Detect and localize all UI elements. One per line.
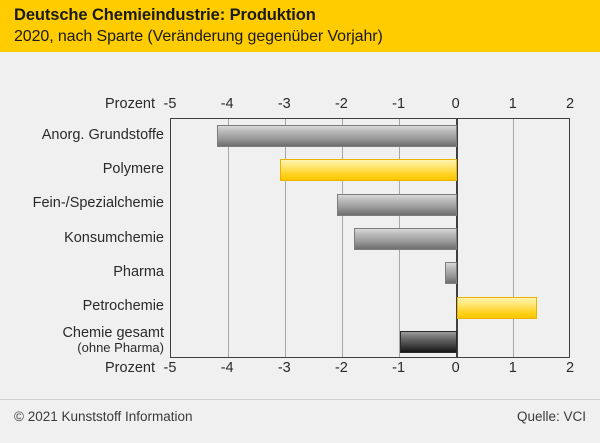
axis-tick-1: 1 (508, 360, 517, 376)
axis-tick-0: 0 (451, 96, 460, 112)
axis-tick-neg5: -5 (163, 96, 177, 112)
category-label: Pharma (113, 263, 164, 280)
axis-tick-neg1: -1 (392, 96, 406, 112)
category-label: Petrochemie (83, 299, 164, 314)
bar-row (171, 188, 569, 222)
category-label-line1: Konsumchemie (64, 229, 164, 246)
category-label-line1: Fein-/Spezialchemie (32, 195, 164, 212)
bar-row (171, 119, 569, 153)
category-label-line1: Petrochemie (82, 298, 164, 315)
source-text: Quelle: VCI (516, 409, 586, 424)
bar (216, 125, 457, 148)
bar (336, 193, 457, 216)
bar-series (171, 119, 569, 357)
header-banner: Deutsche Chemieindustrie: Produktion 202… (0, 0, 600, 52)
bar (353, 227, 457, 250)
axis-tick-neg1: -1 (392, 360, 406, 376)
category-label: Chemie gesamt(ohne Pharma) (62, 326, 164, 355)
axis-tick-neg5: -5 (163, 360, 177, 376)
axis-label-top: Prozent (105, 96, 155, 112)
bar (456, 296, 537, 319)
axis-tick-2: 2 (565, 360, 575, 376)
category-label-line2: (ohne Pharma) (77, 340, 164, 356)
axis-tick-neg3: -3 (277, 96, 291, 112)
axis-tick-neg4: -4 (220, 96, 234, 112)
category-label-line1: Chemie gesamt (62, 325, 164, 342)
chart-subtitle: 2020, nach Sparte (Veränderung gegenüber… (14, 28, 383, 45)
gridline (513, 119, 515, 357)
bar-row (171, 153, 569, 187)
copyright-text: © 2021 Kunststoff Information (14, 409, 193, 424)
category-label: Fein-/Spezialchemie (33, 196, 164, 211)
category-label: Polymere (102, 160, 164, 177)
gridline (227, 119, 229, 357)
zero-line (455, 119, 458, 357)
footer-divider (0, 399, 600, 400)
axis-tick-0: 0 (451, 360, 460, 376)
plot-area (170, 118, 570, 358)
chart-title: Deutsche Chemieindustrie: Produktion (14, 6, 316, 24)
axis-label-bottom: Prozent (105, 360, 155, 376)
category-label-line1: Polymere (102, 160, 164, 177)
axis-tick-2: 2 (565, 96, 575, 112)
axis-tick-1: 1 (508, 96, 517, 112)
bar-row (171, 256, 569, 290)
category-label-line1: Pharma (113, 263, 164, 280)
bar (445, 262, 457, 285)
axis-tick-neg4: -4 (220, 360, 234, 376)
bar (399, 330, 457, 353)
bar-row (171, 325, 569, 359)
bar (279, 159, 457, 182)
category-label: Konsumchemie (64, 229, 164, 246)
gridline (284, 119, 286, 357)
gridline (341, 119, 343, 357)
axis-tick-neg2: -2 (334, 360, 348, 376)
bar-row (171, 222, 569, 256)
axis-tick-neg2: -2 (334, 96, 348, 112)
category-label: Anorg. Grundstoffe (41, 126, 164, 143)
axis-tick-neg3: -3 (277, 360, 291, 376)
bar-row (171, 290, 569, 324)
category-label-line1: Anorg. Grundstoffe (41, 126, 164, 143)
